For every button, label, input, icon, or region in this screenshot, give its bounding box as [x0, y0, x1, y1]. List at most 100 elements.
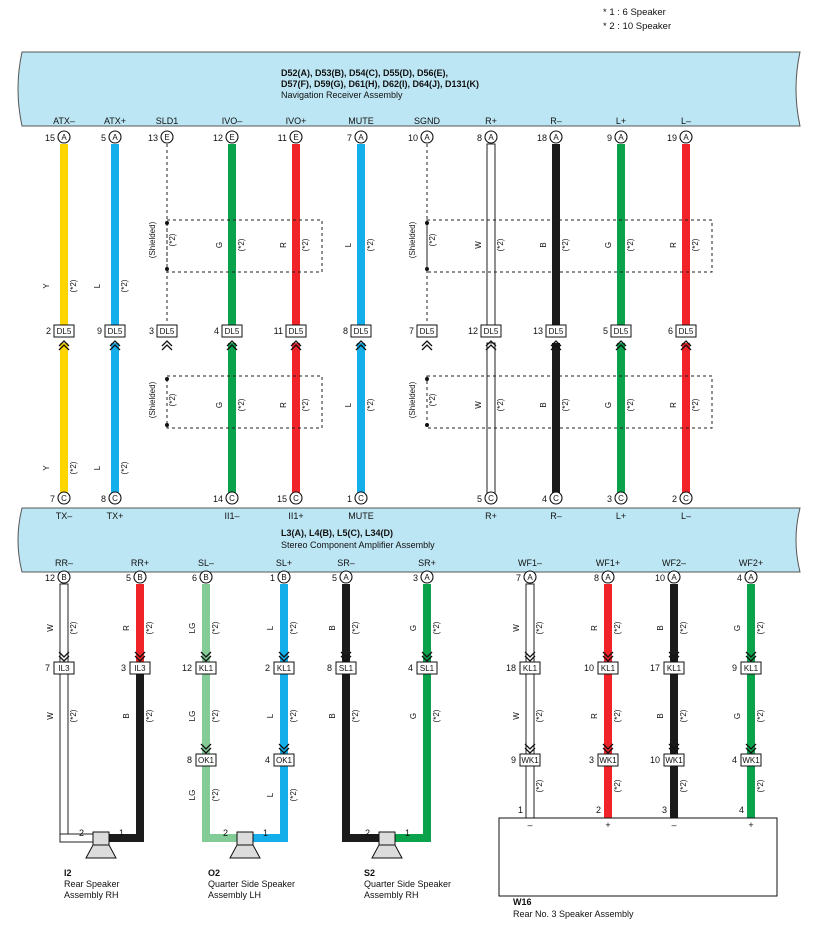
wire-color-code: L [93, 283, 102, 288]
wire-color-code: R [669, 402, 678, 408]
star-note: (*2) [289, 709, 298, 722]
lower-junction [597, 661, 619, 675]
lower-wire-end [280, 766, 288, 834]
lower-junction-pin: 8 [327, 663, 332, 673]
upper-wire [486, 143, 496, 326]
upper-wire-lower [292, 343, 300, 493]
star-note: (*2) [120, 461, 129, 474]
star-note: (*2) [168, 233, 177, 246]
star-note: (*2) [613, 779, 622, 792]
junction-label: KL1 [199, 664, 214, 673]
star-note: (*2) [626, 238, 635, 251]
dl5-junction [53, 324, 75, 338]
upper-connector [289, 130, 303, 144]
upper-pin-name: L– [681, 116, 691, 126]
star-note: (*2) [756, 621, 765, 634]
junction-chevron [524, 743, 536, 754]
lower-pin-number: 12 [45, 573, 55, 583]
junction-label: DL5 [57, 327, 72, 336]
upper-pin-number: 8 [477, 133, 482, 143]
shield-tap [165, 423, 169, 427]
amp-top-pin-number: 2 [672, 494, 677, 504]
lower-junction-2 [519, 753, 541, 767]
pin-letter: A [605, 573, 611, 582]
junction-label: DL5 [160, 327, 175, 336]
upper-pin-number: 9 [607, 133, 612, 143]
upper-pin-number: 19 [667, 133, 677, 143]
lower-wire-top [342, 584, 350, 662]
label-layer: * 1 : 6 Speaker * 2 : 10 Speaker D52(A),… [42, 7, 765, 919]
amp-top-pin-name: L+ [616, 511, 626, 521]
wire-color-code: Y [42, 283, 51, 289]
upper-pin-name: SLD1 [156, 116, 179, 126]
amp-top-connector [679, 491, 693, 505]
lower-junction [53, 661, 75, 675]
lower-wire-mid [280, 674, 288, 754]
shielded-label: (Shielded) [408, 381, 417, 418]
junction-label: KL1 [601, 664, 616, 673]
lower-junction-pin: 9 [511, 755, 516, 765]
junction-pin: 7 [409, 326, 414, 336]
star-note: (*2) [366, 398, 375, 411]
star-note: (*2) [535, 709, 544, 722]
junction-pin: 3 [149, 326, 154, 336]
junction-chevron [668, 743, 680, 754]
upper-pin-name: ATX+ [104, 116, 126, 126]
lower-pin-number: 3 [413, 573, 418, 583]
wire-color-code: R [279, 402, 288, 408]
star-note: (*2) [561, 398, 570, 411]
lower-pin-name: WF1+ [596, 558, 620, 568]
lower-wire-end [202, 766, 210, 834]
star-note: (*2) [289, 621, 298, 634]
junction-chevron [134, 651, 146, 662]
speaker-lead [109, 834, 144, 842]
pin-letter: E [229, 133, 234, 142]
lower-wire-mid [604, 674, 612, 754]
wire-color-code: B [656, 625, 665, 630]
w16-id: W16 [513, 897, 532, 907]
star-note: (*2) [351, 709, 360, 722]
star-note: (*2) [679, 709, 688, 722]
junction-label: DL5 [225, 327, 240, 336]
upper-pin-name: R– [550, 116, 562, 126]
lower-wire-mid [136, 674, 144, 834]
junction-chevron [278, 651, 290, 662]
pin-letter: C [618, 494, 624, 503]
upper-wire [552, 144, 560, 325]
pin-letter: E [164, 133, 169, 142]
lower-pin-name: RR+ [131, 558, 149, 568]
lower-pin-name: RR– [55, 558, 73, 568]
junction-pin: 5 [603, 326, 608, 336]
shield-box [166, 375, 323, 429]
shield-box [166, 219, 323, 273]
pin-letter: C [358, 494, 364, 503]
dl5-junction [285, 324, 307, 338]
speaker-pin: 2 [365, 828, 370, 838]
pin-letter: A [553, 133, 559, 142]
wire-color-code: L [266, 625, 275, 630]
pin-letter: C [293, 494, 299, 503]
star-note: (*2) [428, 393, 437, 406]
upper-pin-name: IVO+ [286, 116, 307, 126]
dl5-chevron [161, 340, 173, 351]
pin-letter: B [137, 573, 142, 582]
lower-junction-2 [195, 753, 217, 767]
lower-pin-name: SR+ [418, 558, 436, 568]
wire-color-code: W [512, 712, 521, 720]
junction-pin: 12 [468, 326, 478, 336]
wire-color-code: W [46, 712, 55, 720]
speaker-i2-id: I2 [64, 868, 72, 878]
dl5-junction [675, 324, 697, 338]
pin-letter: A [488, 133, 494, 142]
wire-color-code: R [669, 242, 678, 248]
amp-top-pin-number: 8 [101, 494, 106, 504]
star-note: (*2) [496, 238, 505, 251]
pin-letter: C [553, 494, 559, 503]
lower-junction-pin: 8 [187, 755, 192, 765]
w16-name: Rear No. 3 Speaker Assembly [513, 909, 634, 919]
wire-color-code: Y [42, 465, 51, 471]
lower-junction [663, 661, 685, 675]
junction-label: IL3 [134, 664, 146, 673]
